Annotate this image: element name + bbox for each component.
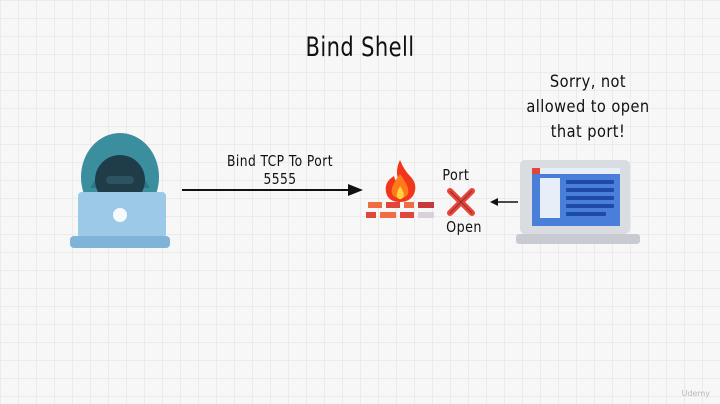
bind-arrow	[182, 184, 363, 196]
firewall-flame-icon	[366, 160, 434, 218]
red-x-icon	[447, 188, 475, 216]
victim-message-line-1: Sorry, not	[549, 72, 627, 92]
open-label: Open	[446, 218, 482, 236]
diagram-title: Bind Shell	[305, 32, 415, 63]
watermark: Udemy	[681, 389, 710, 398]
reply-arrow	[490, 198, 518, 206]
victim-message: Sorry, not allowed to open that port!	[521, 70, 655, 145]
laptop-icon	[516, 160, 640, 244]
port-label: Port	[442, 166, 470, 184]
hooded-hacker-laptop-icon	[70, 133, 170, 248]
arrow-label: Bind TCP To Port 5555	[227, 152, 333, 188]
victim-message-line-3: that port!	[550, 122, 626, 142]
victim-message-line-2: allowed to open	[526, 97, 650, 117]
